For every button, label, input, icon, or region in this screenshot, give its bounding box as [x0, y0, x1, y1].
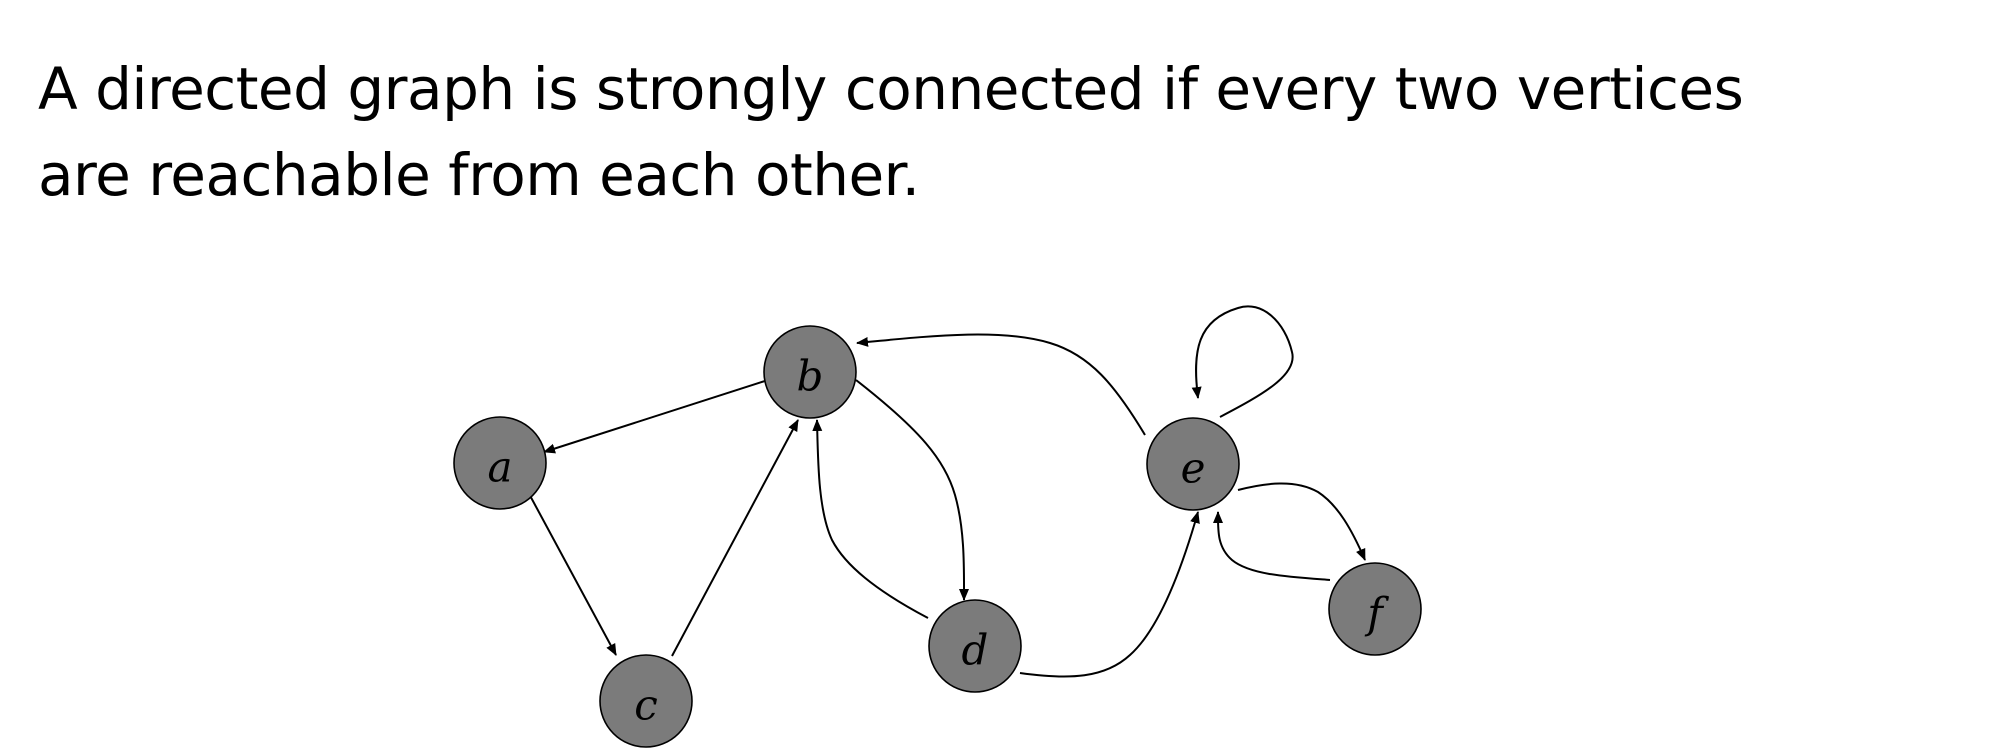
edge-e-f — [1237, 482, 1366, 561]
node-c-label: c — [634, 681, 658, 730]
node-c: c — [599, 654, 693, 748]
definition-line-2: are reachable from each other. — [38, 141, 920, 209]
node-f-circle — [1328, 562, 1422, 656]
edge-b-d — [855, 379, 970, 601]
node-a: a — [453, 416, 547, 510]
definition-line-1: A directed graph is strongly connected i… — [38, 55, 1744, 123]
node-d: d — [928, 599, 1022, 693]
node-e-label: e — [1181, 444, 1206, 493]
node-d-circle — [928, 599, 1022, 693]
node-d-label: d — [962, 626, 989, 675]
edge-c-b — [671, 419, 799, 657]
node-a-circle — [453, 416, 547, 510]
edge-b-a — [543, 379, 769, 454]
node-b-label: b — [797, 352, 824, 401]
edge-e-b — [856, 333, 1146, 436]
node-c-circle — [599, 654, 693, 748]
node-a-label: a — [487, 443, 512, 492]
edge-a-c — [526, 489, 617, 656]
edge-d-e — [1019, 511, 1200, 678]
edge-d-b — [812, 419, 929, 619]
edge-e-e-loop — [1191, 305, 1294, 418]
definition-text: A directed graph is strongly connected i… — [38, 46, 1938, 218]
node-e: e — [1146, 417, 1240, 511]
node-b-circle — [763, 325, 857, 419]
edge-f-e — [1212, 511, 1331, 581]
node-e-circle — [1146, 417, 1240, 511]
node-b: b — [763, 325, 857, 419]
node-f: f — [1328, 562, 1422, 656]
